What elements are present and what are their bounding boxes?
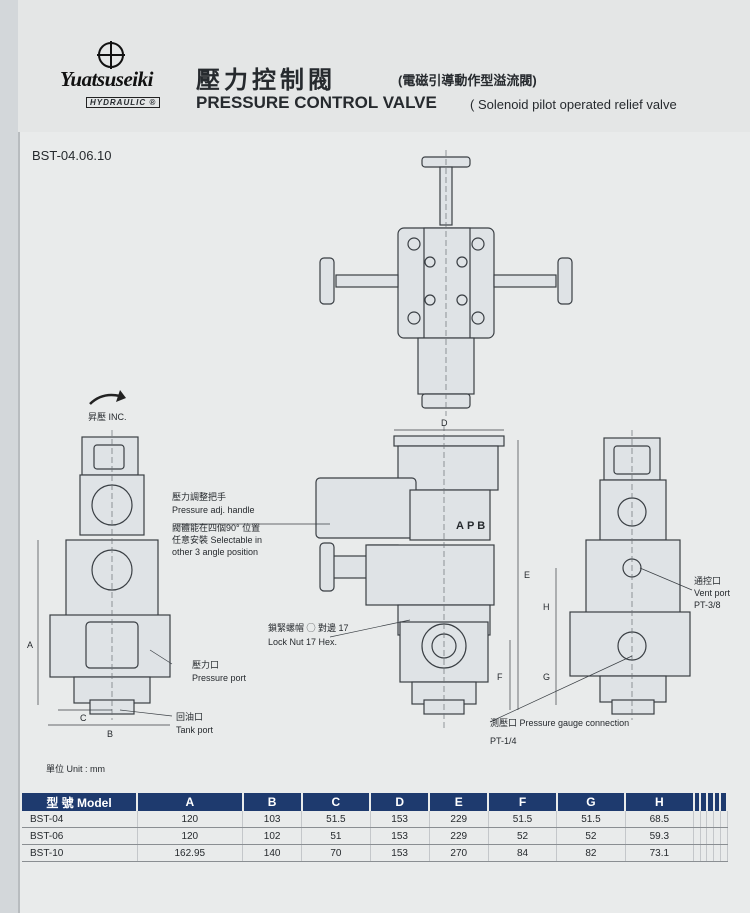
col-header-f: F [488, 793, 558, 811]
cell-empty [700, 811, 708, 828]
vent-port-en: Vent port [694, 588, 731, 598]
col-header-empty [706, 793, 715, 811]
dim-h: H [543, 602, 550, 612]
cell-a: 120 [137, 811, 244, 828]
table-row: BST-06 120 102 51 153 229 52 52 59.3 [22, 827, 728, 845]
dim-g: G [543, 672, 551, 682]
page-title-zh: 壓力控制閥 [196, 67, 336, 94]
gauge-size: PT-1/4 [490, 736, 517, 746]
cell-empty [720, 844, 728, 862]
cell-g: 82 [556, 844, 626, 862]
unit-note: 單位 Unit : mm [46, 764, 106, 774]
gauge-label: 測壓口 Pressure gauge connection [490, 718, 630, 728]
col-header-empty [693, 793, 702, 811]
cell-d: 153 [370, 844, 430, 862]
page-subtitle-zh: (電磁引導動作型溢流閥) [398, 73, 537, 88]
vent-port-zh: 通控口 [694, 576, 722, 586]
table-row: BST-10 162.95 140 70 153 270 84 82 73.1 [22, 844, 728, 862]
angle-label-zh2: 任意安裝 Selectable in [172, 535, 263, 545]
cell-b: 103 [242, 811, 303, 828]
col-header-b: B [242, 793, 303, 811]
col-header-c: C [301, 793, 372, 811]
cell-h: 68.5 [625, 811, 695, 828]
col-header-e: E [429, 793, 490, 811]
cell-model: BST-04 [22, 811, 138, 828]
tank-port-zh: 回油口 [176, 712, 204, 722]
table-row: BST-04 120 103 51.5 153 229 51.5 51.5 68… [22, 811, 728, 828]
dim-f: F [497, 672, 503, 682]
cell-empty [706, 811, 715, 828]
col-header-empty [720, 793, 728, 811]
cell-b: 140 [242, 844, 303, 862]
dim-b: B [107, 729, 114, 739]
angle-label-zh: 閥體能在四個90° 位置 [172, 523, 261, 533]
angle-label-en: other 3 angle position [172, 547, 259, 557]
cell-f: 52 [488, 827, 558, 845]
cell-empty [706, 827, 715, 845]
col-header-model: 型 號 Model [22, 793, 138, 811]
cell-empty [713, 844, 721, 862]
cell-d: 153 [370, 827, 430, 845]
cell-g: 51.5 [556, 811, 626, 828]
lock-nut-en: Lock Nut 17 Hex. [268, 637, 338, 647]
cell-g: 52 [556, 827, 626, 845]
cell-f: 51.5 [488, 811, 558, 828]
cell-h: 59.3 [625, 827, 695, 845]
cell-empty [720, 827, 728, 845]
cell-empty [713, 811, 721, 828]
cell-model: BST-06 [22, 827, 138, 845]
nameplate-label: APB [456, 520, 489, 532]
brand-subtitle: HYDRAULIC ® [86, 97, 161, 108]
cell-b: 102 [242, 827, 303, 845]
inc-label: 昇壓 INC. [88, 412, 127, 422]
cell-model: BST-10 [22, 844, 138, 862]
col-header-g: G [556, 793, 627, 811]
dim-c: C [80, 713, 87, 723]
tank-port-en: Tank port [176, 725, 214, 735]
brand-logo-icon [97, 41, 125, 69]
page-title-en: PRESSURE CONTROL VALVE [196, 93, 437, 112]
cell-c: 51 [301, 827, 371, 845]
valve-drawing [37, 150, 693, 730]
cell-c: 51.5 [301, 811, 371, 828]
model-code: BST-04.06.10 [32, 148, 112, 163]
handle-label-zh: 壓力調整把手 [172, 492, 227, 502]
cell-empty [706, 844, 715, 862]
dimension-table: 型 號 Model A B C D E F G H BST-04 120 103… [22, 793, 728, 862]
pressure-port-zh: 壓力口 [192, 660, 220, 670]
cell-f: 84 [488, 844, 558, 862]
cell-c: 70 [301, 844, 371, 862]
lock-nut-zh: 鎖緊螺帽 ◯ 對邊 17 [268, 623, 349, 633]
table-header-row: 型 號 Model A B C D E F G H [22, 793, 728, 811]
cell-e: 229 [429, 811, 489, 828]
cell-empty [693, 827, 701, 845]
cell-e: 270 [429, 844, 489, 862]
col-header-a: A [137, 793, 244, 811]
vent-port-size: PT-3/8 [694, 600, 721, 610]
pressure-port-en: Pressure port [192, 673, 247, 683]
col-header-d: D [370, 793, 431, 811]
page-subtitle-en: ( Solenoid pilot operated relief valve [470, 97, 677, 112]
col-header-empty [700, 793, 708, 811]
page-header [18, 0, 750, 132]
col-header-h: H [625, 793, 695, 811]
cell-e: 229 [429, 827, 489, 845]
cell-h: 73.1 [625, 844, 695, 862]
cell-empty [700, 844, 708, 862]
cell-a: 120 [137, 827, 244, 845]
cell-empty [693, 811, 701, 828]
cell-empty [720, 811, 728, 828]
cell-empty [700, 827, 708, 845]
cell-a: 162.95 [137, 844, 244, 862]
cell-d: 153 [370, 811, 430, 828]
dim-a: A [27, 640, 34, 650]
brand-name: Yuatsuseiki [60, 67, 153, 91]
dim-e: E [524, 570, 531, 580]
cell-empty [693, 844, 701, 862]
col-header-empty [713, 793, 722, 811]
cell-empty [713, 827, 721, 845]
dim-d: D [441, 418, 448, 428]
handle-label-en: Pressure adj. handle [172, 505, 255, 515]
